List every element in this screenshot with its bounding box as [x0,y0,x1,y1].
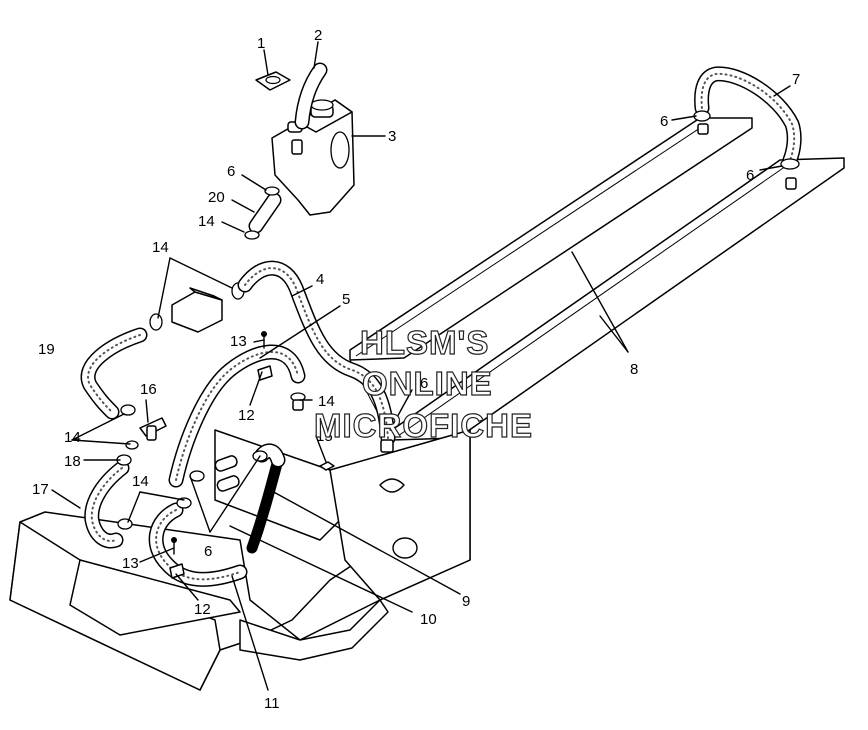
callout-7: 7 [792,71,800,88]
hose-10 [148,497,248,587]
callout-4: 4 [316,271,324,288]
leader-lines [51,41,791,691]
callout-15: 15 [316,428,333,445]
hose-17 [84,440,139,549]
callout-16: 16 [140,381,157,398]
callout-10: 10 [420,611,437,628]
reservoir-cap-gasket [255,71,291,91]
hose-9-dark [246,443,286,554]
callout-19: 19 [38,341,55,358]
callout-17: 17 [32,481,49,498]
callout-14: 14 [64,429,81,446]
vent-hose [294,62,328,130]
watermark: HLSM'S ONLINE MICROFICHE [313,323,533,444]
callout-6: 6 [746,167,754,184]
coolant-reservoir [271,99,355,216]
bulkhead-fittings [189,455,240,492]
callout-14: 14 [152,239,169,256]
callout-8: 8 [630,361,638,378]
bulkhead-chassis [9,429,471,691]
callout-12: 12 [194,601,211,618]
t-fitting [139,417,167,441]
hose-4 [237,260,396,453]
screws [169,331,335,579]
callout-14: 14 [132,473,149,490]
watermark-line-3: MICROFICHE [314,407,533,444]
callout-6: 6 [204,543,212,560]
hose-19 [80,327,148,420]
callout-18: 18 [64,453,81,470]
callout-9: 9 [462,593,470,610]
callout-3: 3 [388,128,396,145]
callout-20: 20 [208,189,225,206]
callout-6: 6 [660,113,668,130]
callout-14: 14 [198,213,215,230]
callout-numbers: 1 2 3 6 20 14 14 4 5 19 13 6 16 14 12 15… [32,27,800,712]
hose-5 [168,344,306,488]
callout-2: 2 [314,27,322,44]
callout-12: 12 [238,407,255,424]
callout-13: 13 [122,555,139,572]
watermark-line-1: HLSM'S [360,324,489,361]
callout-1: 1 [257,35,265,52]
callout-13: 13 [230,333,247,350]
tunnel-rails [349,117,845,441]
callout-11: 11 [264,695,280,712]
callout-14: 14 [318,393,335,410]
callout-6: 6 [420,375,428,392]
hose-7 [693,66,802,190]
connector-hose [244,186,282,240]
watermark-line-2: ONLINE [362,365,493,402]
callout-6: 6 [227,163,235,180]
callout-5: 5 [342,291,350,308]
